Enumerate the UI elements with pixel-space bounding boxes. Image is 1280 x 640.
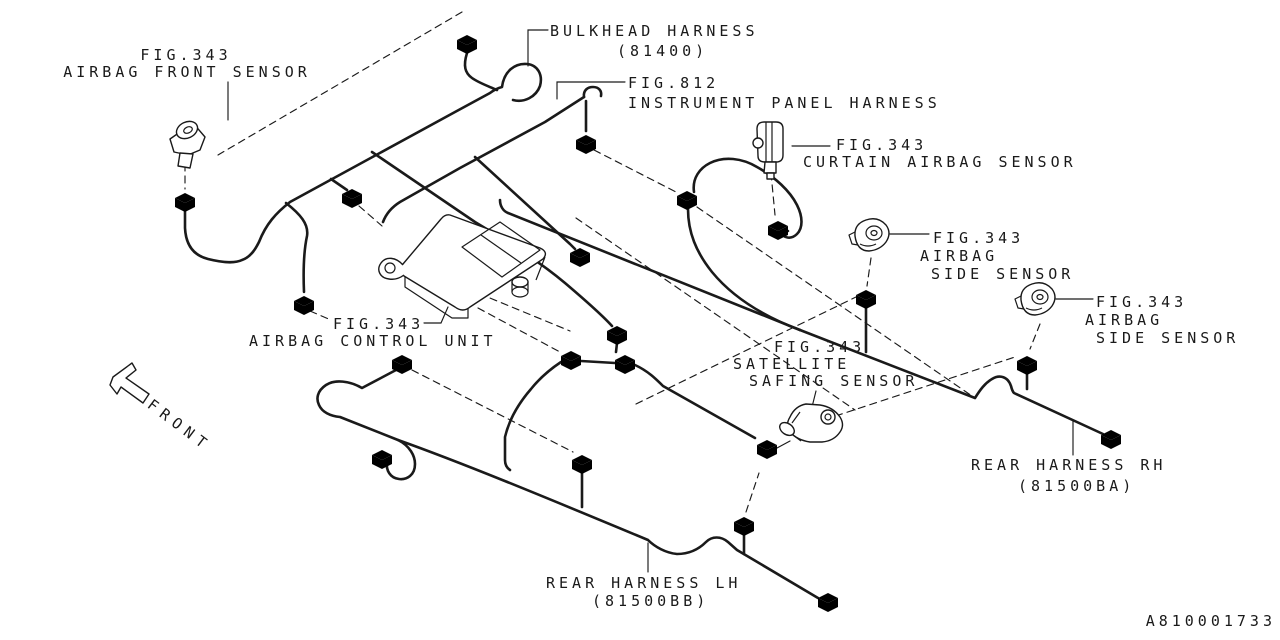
rear-harness-rh-label: REAR HARNESS RH (81500BA) — [971, 456, 1166, 495]
part-name: AIRBAG — [920, 247, 998, 265]
fig-ref: FIG.343 — [933, 229, 1024, 247]
airbag-side-sensor-icon — [848, 218, 890, 252]
connector-cube — [677, 191, 697, 210]
connector-cube — [561, 351, 581, 370]
part-name: SIDE SENSOR — [931, 265, 1074, 283]
connector-cube — [294, 296, 314, 315]
part-name: AIRBAG — [1085, 311, 1163, 329]
dashed-reference-lines — [184, 11, 1041, 513]
connector-cube — [818, 593, 838, 612]
fig-ref: FIG.343 — [1096, 293, 1187, 311]
part-name: REAR HARNESS RH — [971, 456, 1166, 474]
bulkhead-harness-line — [183, 51, 543, 264]
airbag-side-sensor-2-label: FIG.343 AIRBAG SIDE SENSOR — [1085, 293, 1239, 347]
fig-ref: FIG.343 — [836, 136, 927, 154]
fig-ref: FIG.343 — [333, 315, 424, 333]
airbag-front-sensor-icon — [169, 120, 206, 169]
airbag-control-unit-label: FIG.343 AIRBAG CONTROL UNIT — [249, 315, 497, 350]
fig-ref: FIG.812 — [628, 74, 719, 92]
part-name: CURTAIN AIRBAG SENSOR — [803, 153, 1077, 171]
connector-cube — [572, 455, 592, 474]
part-name: BULKHEAD HARNESS — [550, 22, 759, 40]
satellite-safing-sensor-label: FIG.343 SATELLITE SAFING SENSOR — [733, 338, 918, 390]
connector-cube — [757, 440, 777, 459]
connector-cube — [607, 326, 627, 345]
connector-cube — [615, 355, 635, 374]
part-code: (81500BB) — [592, 592, 709, 610]
part-name: SIDE SENSOR — [1096, 329, 1239, 347]
connector-cube — [856, 290, 876, 309]
bulkhead-harness-label: BULKHEAD HARNESS (81400) — [550, 22, 759, 60]
curtain-airbag-sensor-label: FIG.343 CURTAIN AIRBAG SENSOR — [803, 136, 1077, 171]
part-name: AIRBAG CONTROL UNIT — [249, 332, 497, 350]
airbag-control-unit-icon — [378, 214, 547, 319]
airbag-side-sensor-icon — [1014, 282, 1056, 316]
part-code: (81500BA) — [1018, 477, 1135, 495]
part-name: REAR HARNESS LH — [546, 574, 741, 592]
part-name: AIRBAG FRONT SENSOR — [63, 63, 311, 81]
connector-cube — [342, 189, 362, 208]
connector-cube — [576, 135, 596, 154]
fig-ref: FIG.343 — [774, 338, 865, 356]
connector-cube — [372, 450, 392, 469]
diagram-labels: FIG.343 AIRBAG FRONT SENSOR BULKHEAD HAR… — [63, 22, 1276, 630]
part-name: INSTRUMENT PANEL HARNESS — [628, 94, 941, 112]
front-direction-arrow: FRONT — [109, 362, 215, 456]
label-leader-lines — [227, 29, 1094, 573]
connector-cube — [457, 35, 477, 54]
connector-cube — [570, 248, 590, 267]
rear-harness-lh-label: REAR HARNESS LH (81500BB) — [546, 574, 741, 610]
front-arrow-label: FRONT — [144, 396, 215, 456]
drawing-number: A810001733 — [1146, 612, 1276, 630]
connector-cube — [1017, 356, 1037, 375]
instrument-panel-harness-label: FIG.812 INSTRUMENT PANEL HARNESS — [628, 74, 941, 112]
fig-ref: FIG.343 — [140, 46, 231, 64]
part-name: SAFING SENSOR — [749, 372, 918, 390]
airbag-front-sensor-label: FIG.343 AIRBAG FRONT SENSOR — [63, 46, 311, 81]
satellite-safing-sensor-icon — [779, 403, 844, 443]
airbag-side-sensor-1-label: FIG.343 AIRBAG SIDE SENSOR — [920, 229, 1074, 283]
rear-harness-lh-line — [316, 368, 820, 600]
harness-connectors — [175, 35, 1121, 612]
connector-cube — [175, 193, 195, 212]
part-code: (81400) — [617, 42, 708, 60]
curtain-airbag-sensor-icon — [752, 121, 784, 180]
part-name: SATELLITE — [733, 355, 850, 373]
connector-cube — [734, 517, 754, 536]
connector-cube — [1101, 430, 1121, 449]
